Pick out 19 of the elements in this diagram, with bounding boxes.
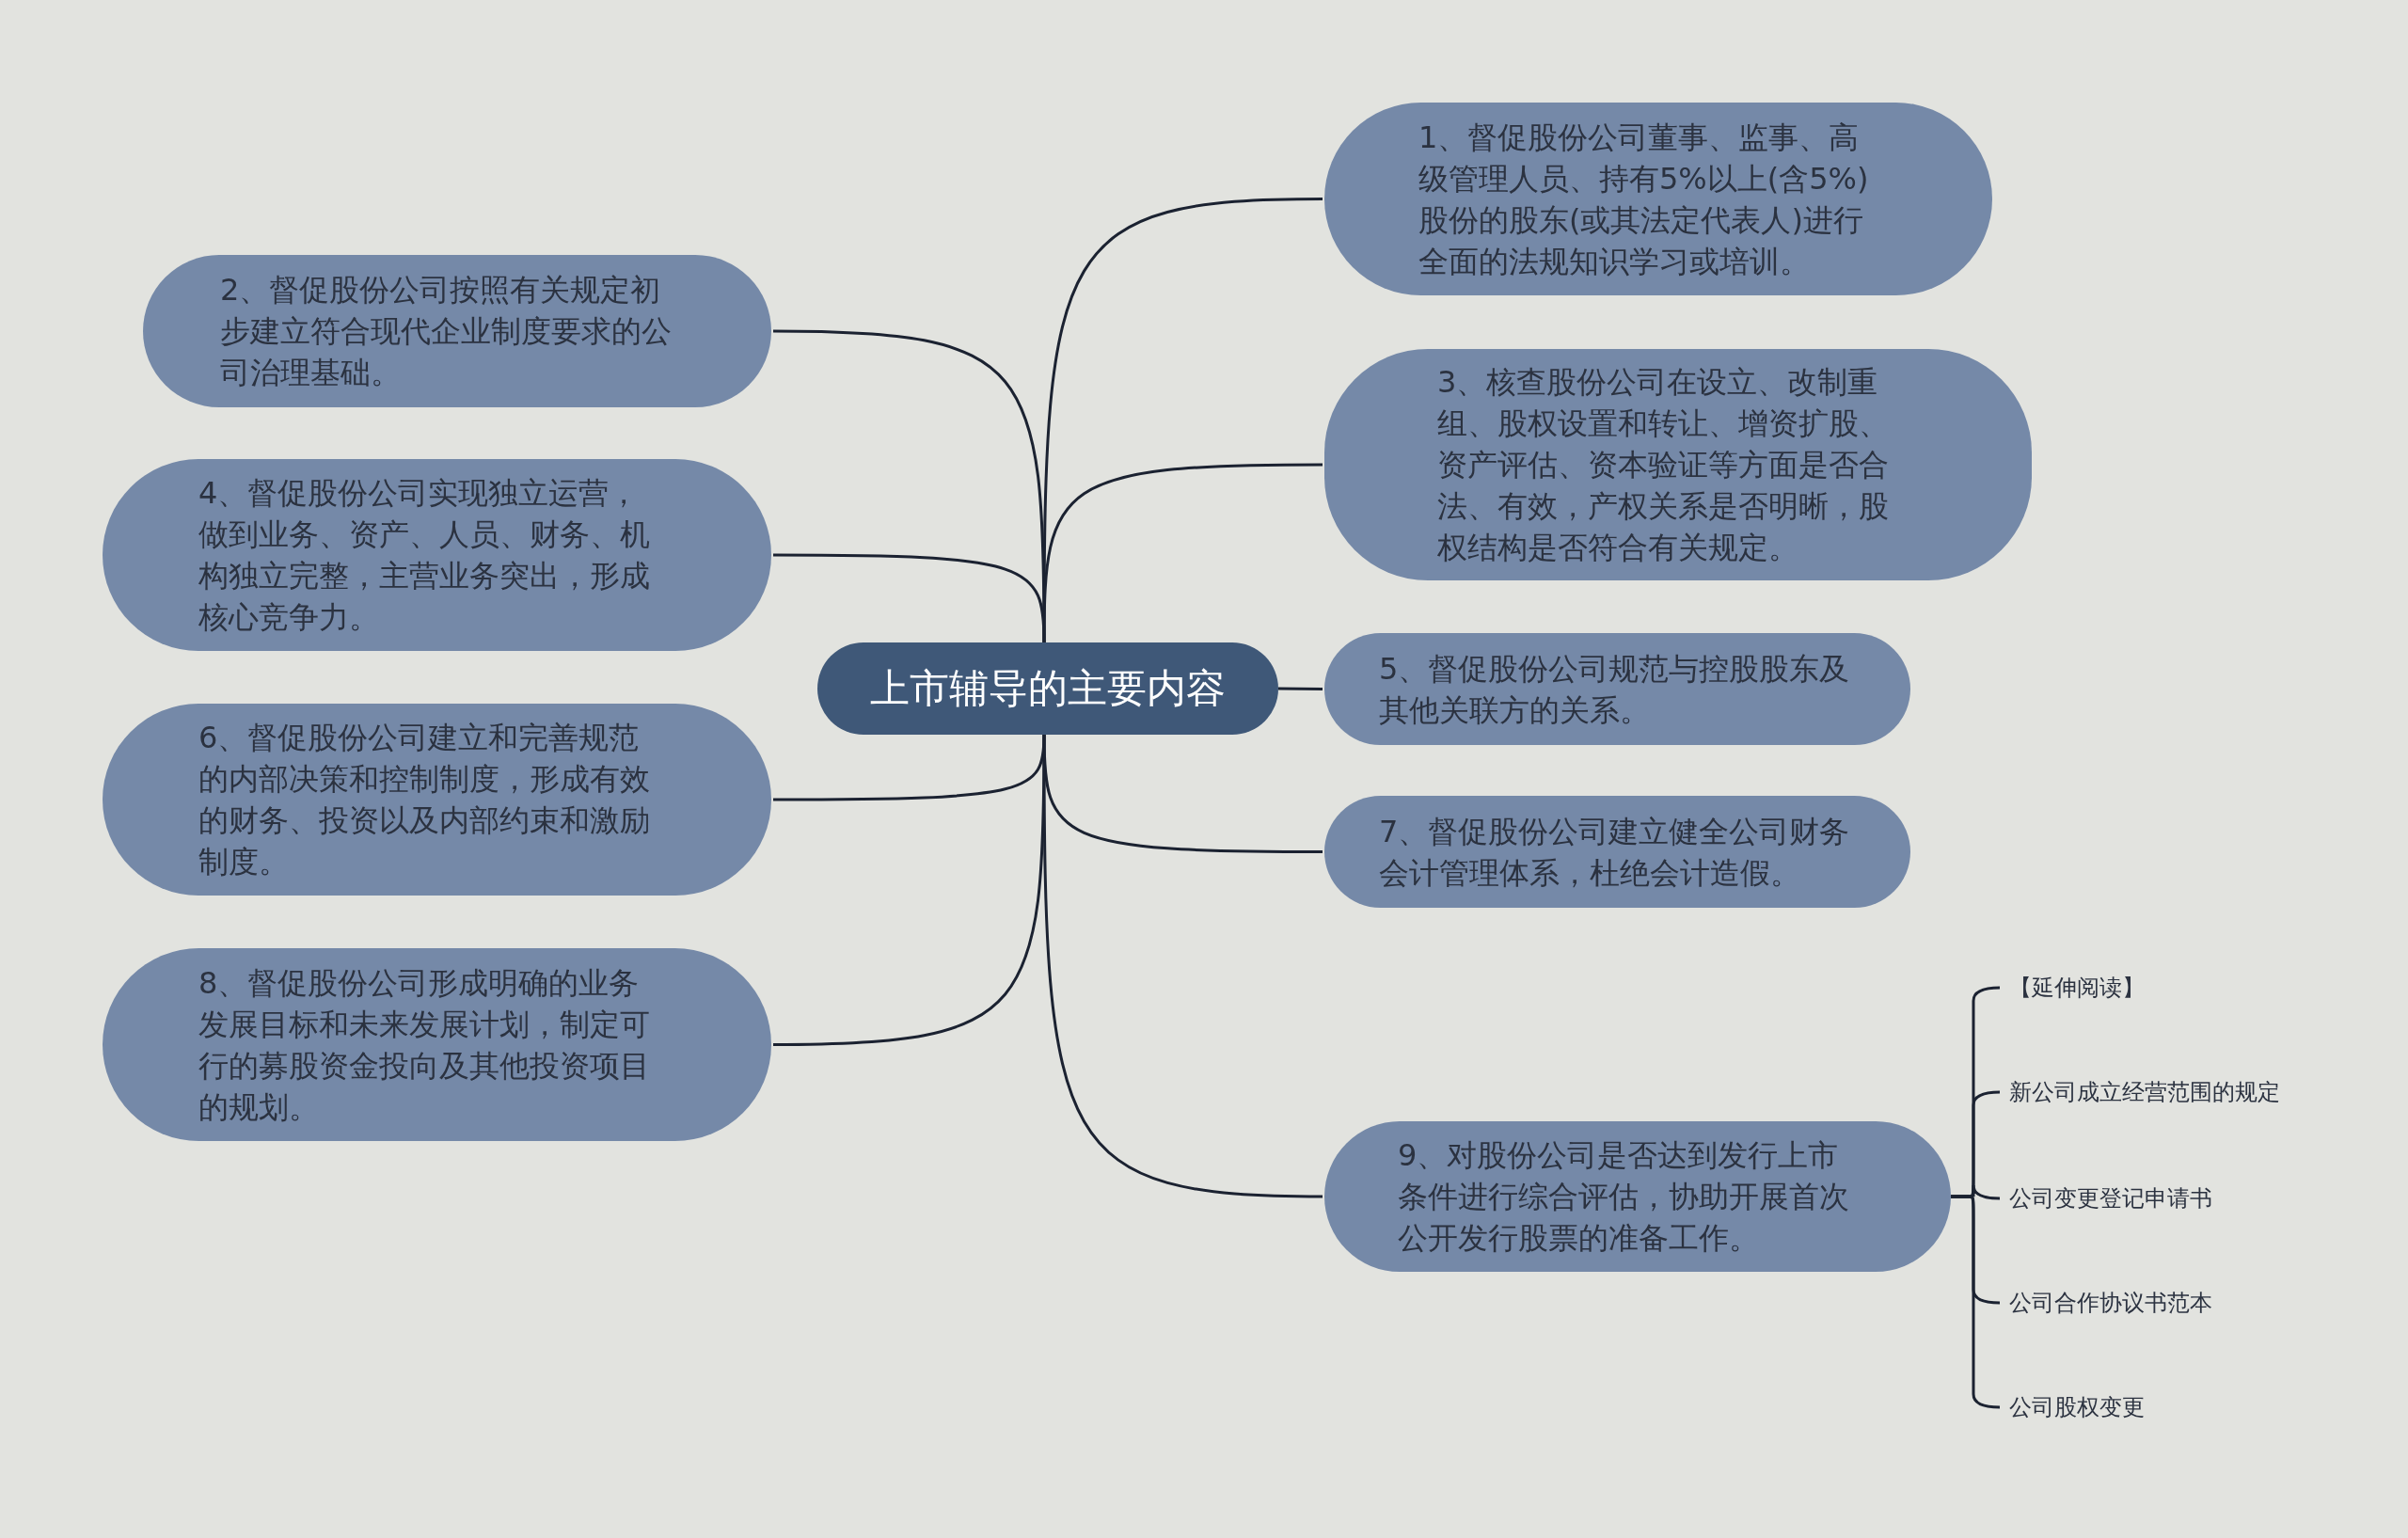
topic-box: 7、督促股份公司建立健全公司财务会计管理体系，杜绝会计造假。 [1324, 796, 1910, 908]
connector-line [773, 735, 1046, 1046]
topic-box: 2、督促股份公司按照有关规定初步建立符合现代企业制度要求的公司治理基础。 [143, 255, 771, 407]
link-text: 公司变更登记申请书 [2009, 1181, 2212, 1215]
link-text: 新公司成立经营范围的规定 [2009, 1075, 2280, 1109]
topic-box: 1、督促股份公司董事、监事、高级管理人员、持有5%以上(含5%)股份的股东(或其法定代表人)进行全面的法规知识学习或培训。 [1324, 103, 1992, 295]
topic-box: 6、督促股份公司建立和完善规范的内部决策和控制制度，形成有效的财务、投资以及内部约束和激励制度。 [103, 704, 771, 896]
topic-box: 5、督促股份公司规范与控股股东及其他关联方的关系。 [1324, 633, 1910, 745]
connector-line [773, 553, 1046, 643]
link-text: 公司合作协议书范本 [2009, 1286, 2212, 1320]
connector-line [1278, 687, 1323, 690]
topic-box: 8、督促股份公司形成明确的业务发展目标和未来发展计划，制定可行的募股资金投向及其他投资项目的规划。 [103, 948, 771, 1141]
link-text: 【延伸阅读】 [2009, 971, 2145, 1005]
topic-box: 3、核查股份公司在设立、改制重组、股权设置和转让、增资扩股、资产评估、资本验证等方面是否合法、有效，产权关系是否明晰，股权结构是否符合有关规定。 [1324, 349, 2032, 580]
link-text: 公司股权变更 [2009, 1390, 2145, 1424]
central-topic-box: 上市辅导的主要内容 [817, 642, 1278, 735]
connector-line [1042, 735, 1323, 1198]
topic-box: 4、督促股份公司实现独立运营，做到业务、资产、人员、财务、机构独立完整，主营业务突出，形成核心竞争力。 [103, 459, 771, 651]
topic-box: 9、对股份公司是否达到发行上市条件进行综合评估，协助开展首次公开发行股票的准备工作。 [1324, 1121, 1951, 1272]
